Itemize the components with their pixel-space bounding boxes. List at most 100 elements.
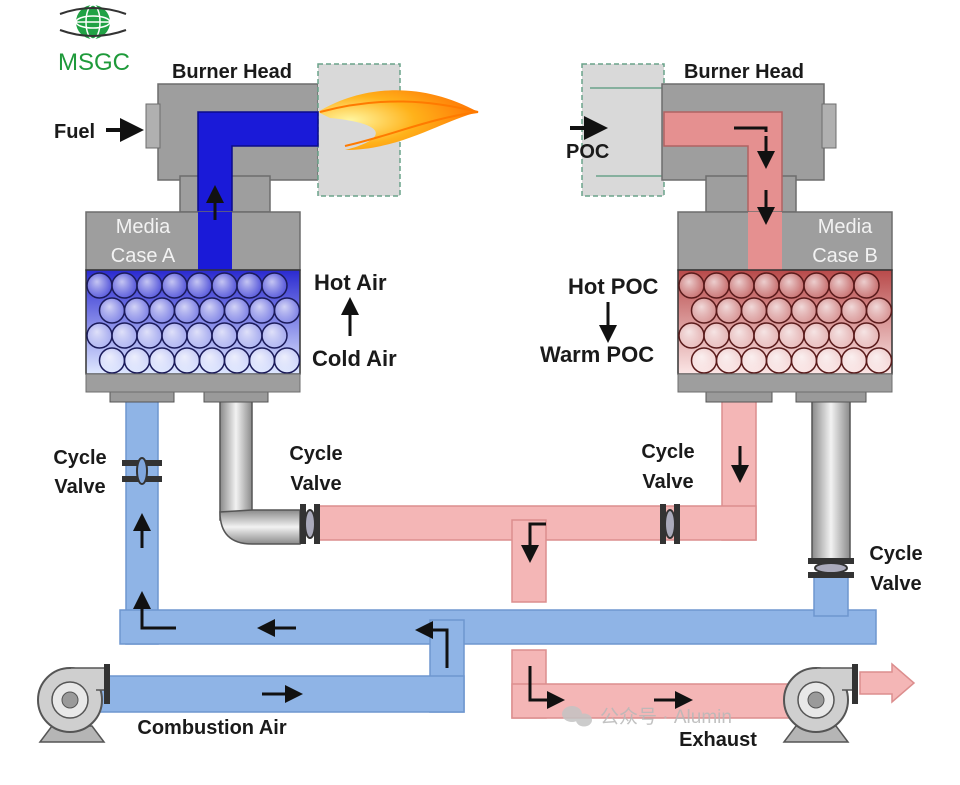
cold-air-label: Cold Air bbox=[312, 346, 397, 371]
exhaust-fan-icon bbox=[782, 664, 858, 743]
media-ball bbox=[86, 322, 113, 349]
left-burner-assembly: Media Case A bbox=[85, 63, 479, 393]
media-ball bbox=[865, 347, 893, 374]
poc-inlet-label: POC bbox=[566, 141, 609, 163]
media-ball bbox=[740, 297, 768, 324]
media-ball bbox=[840, 347, 868, 374]
media-ball bbox=[123, 297, 151, 324]
media-ball bbox=[728, 322, 755, 349]
valve-left-label-1: Cycle bbox=[53, 447, 106, 469]
media-case-a bbox=[85, 211, 301, 271]
cycle-valve-left bbox=[122, 457, 162, 485]
media-balls-b bbox=[678, 272, 893, 374]
media-ball bbox=[678, 322, 705, 349]
left-pipe-corner-arrow-icon bbox=[133, 591, 176, 630]
duct-corner-arrow-icon bbox=[734, 126, 768, 132]
media-ball bbox=[186, 322, 213, 349]
media-ball bbox=[803, 272, 830, 299]
media-ball bbox=[236, 322, 263, 349]
media-ball bbox=[690, 297, 718, 324]
media-balls-a bbox=[86, 272, 301, 374]
valve-center-left-label-1: Cycle bbox=[289, 443, 342, 465]
hot-poc-piping bbox=[315, 399, 916, 719]
right-burner-head-label: Burner Head bbox=[684, 61, 804, 83]
media-ball bbox=[248, 297, 276, 324]
media-ball bbox=[853, 272, 880, 299]
exhaust-corner-arrow-icon bbox=[528, 666, 565, 709]
media-ball bbox=[111, 322, 138, 349]
media-ball bbox=[161, 322, 188, 349]
media-ball bbox=[715, 347, 743, 374]
msgc-logo: MSGC bbox=[58, 4, 130, 76]
media-ball bbox=[728, 272, 755, 299]
media-ball bbox=[111, 272, 138, 299]
cycle-valve-center-right bbox=[660, 504, 680, 544]
media-ball bbox=[261, 272, 288, 299]
right-burner-assembly: Media Case B bbox=[581, 63, 893, 393]
cycle-valve-right bbox=[808, 558, 854, 578]
media-ball bbox=[753, 272, 780, 299]
combustion-air-label: Combustion Air bbox=[137, 717, 286, 739]
hot-air-label: Hot Air bbox=[314, 270, 387, 295]
media-case-b-line2: Case B bbox=[812, 245, 878, 267]
media-ball bbox=[186, 272, 213, 299]
media-ball bbox=[703, 272, 730, 299]
media-ball bbox=[815, 347, 843, 374]
logo-text: MSGC bbox=[58, 49, 130, 76]
globe-icon bbox=[59, 4, 127, 40]
exhaust-label: Exhaust bbox=[679, 729, 757, 751]
media-ball bbox=[236, 272, 263, 299]
media-ball bbox=[853, 322, 880, 349]
media-ball bbox=[223, 297, 251, 324]
fuel-label: Fuel bbox=[54, 121, 95, 143]
media-ball bbox=[273, 347, 301, 374]
media-ball bbox=[148, 347, 176, 374]
valve-center-right-label-1: Cycle bbox=[641, 441, 694, 463]
media-ball bbox=[211, 322, 238, 349]
warm-poc-label: Warm POC bbox=[540, 342, 654, 367]
media-ball bbox=[790, 347, 818, 374]
media-ball bbox=[865, 297, 893, 324]
media-ball bbox=[98, 347, 126, 374]
cold-air-piping bbox=[95, 395, 877, 713]
media-case-a-line1: Media bbox=[116, 216, 171, 238]
media-ball bbox=[740, 347, 768, 374]
media-ball bbox=[173, 347, 201, 374]
media-ball bbox=[123, 347, 151, 374]
media-ball bbox=[198, 347, 226, 374]
flow-arrows bbox=[106, 116, 775, 709]
gray-piping bbox=[109, 391, 867, 561]
valve-right-label-2: Valve bbox=[870, 573, 921, 595]
valve-right-label-1: Cycle bbox=[869, 543, 922, 565]
media-ball bbox=[778, 272, 805, 299]
media-ball bbox=[828, 272, 855, 299]
media-ball bbox=[148, 297, 176, 324]
media-ball bbox=[136, 272, 163, 299]
valve-center-right-label-2: Valve bbox=[642, 471, 693, 493]
media-ball bbox=[703, 322, 730, 349]
hot-poc-label: Hot POC bbox=[568, 274, 659, 299]
media-ball bbox=[678, 272, 705, 299]
media-ball bbox=[840, 297, 868, 324]
media-ball bbox=[828, 322, 855, 349]
media-ball bbox=[778, 322, 805, 349]
riser-corner-arrow-icon bbox=[415, 621, 449, 668]
combustion-air-fan-icon bbox=[37, 664, 110, 743]
media-ball bbox=[248, 347, 276, 374]
media-case-b bbox=[677, 211, 893, 271]
media-case-b-line1: Media bbox=[818, 216, 873, 238]
media-ball bbox=[223, 347, 251, 374]
media-ball bbox=[765, 297, 793, 324]
media-ball bbox=[273, 297, 301, 324]
wechat-icon bbox=[562, 706, 592, 727]
left-burner-head-label: Burner Head bbox=[172, 61, 292, 83]
media-case-a-line2: Case A bbox=[111, 245, 176, 267]
media-ball bbox=[690, 347, 718, 374]
media-ball bbox=[261, 322, 288, 349]
media-ball bbox=[753, 322, 780, 349]
media-ball bbox=[198, 297, 226, 324]
media-ball bbox=[803, 322, 830, 349]
valve-left-label-2: Valve bbox=[54, 476, 105, 498]
media-ball bbox=[765, 347, 793, 374]
